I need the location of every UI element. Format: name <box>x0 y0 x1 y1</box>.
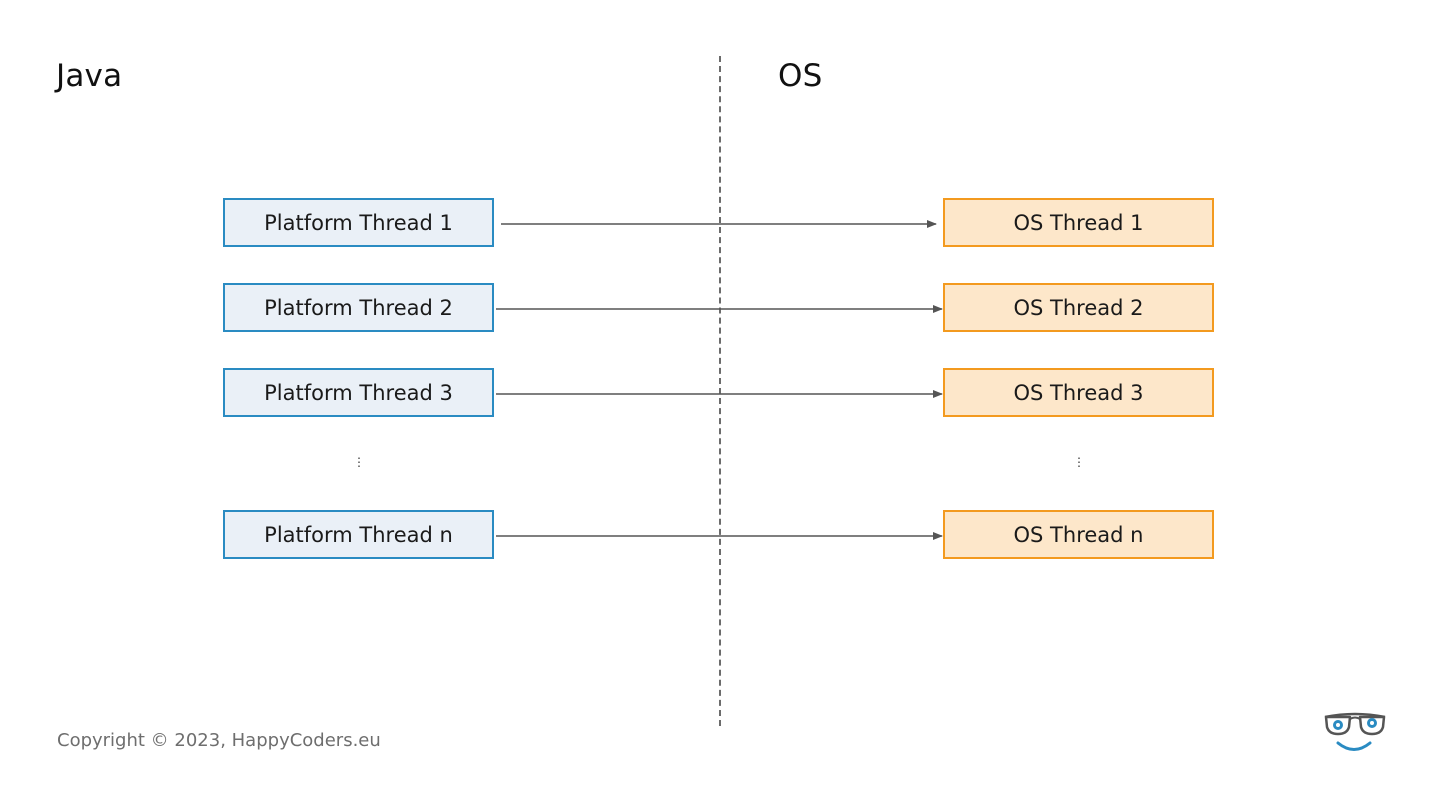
platform-thread-2-box: Platform Thread 2 <box>223 283 494 332</box>
os-thread-3-box: OS Thread 3 <box>943 368 1214 417</box>
java-heading: Java <box>56 58 123 94</box>
os-thread-2-box: OS Thread 2 <box>943 283 1214 332</box>
os-threads-ellipsis: ⋮ <box>1073 455 1085 469</box>
os-thread-n-box: OS Thread n <box>943 510 1214 559</box>
copyright-text: Copyright © 2023, HappyCoders.eu <box>57 730 381 751</box>
platform-thread-n-box: Platform Thread n <box>223 510 494 559</box>
platform-thread-1-box: Platform Thread 1 <box>223 198 494 247</box>
java-os-divider <box>719 56 721 726</box>
platform-threads-ellipsis: ⋮ <box>353 455 365 469</box>
os-heading: OS <box>778 58 823 94</box>
happycoders-logo-icon <box>1324 712 1386 751</box>
platform-thread-3-box: Platform Thread 3 <box>223 368 494 417</box>
os-thread-1-box: OS Thread 1 <box>943 198 1214 247</box>
